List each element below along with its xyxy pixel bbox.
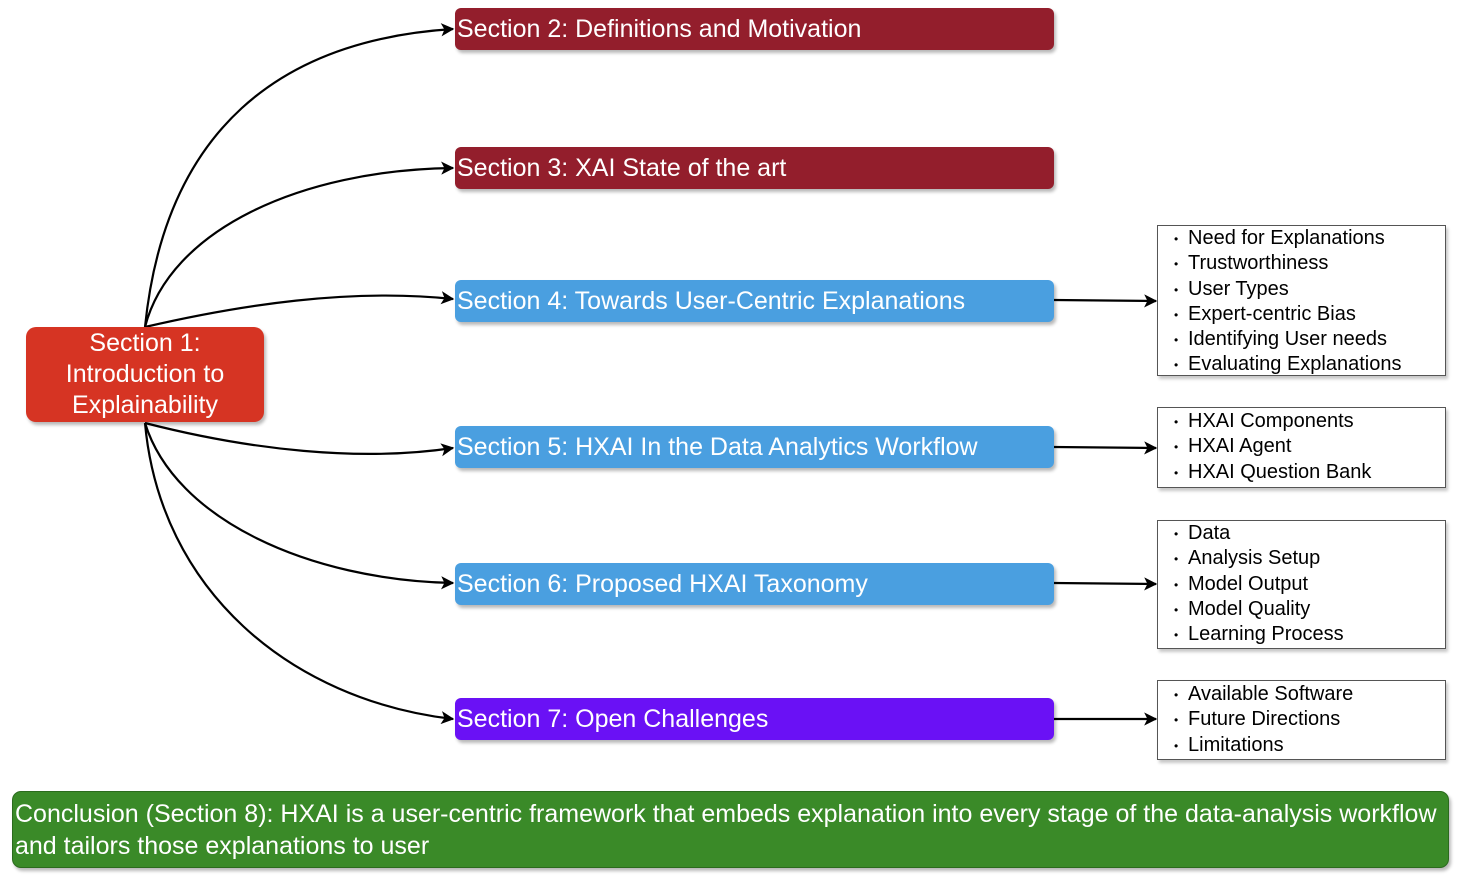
list-item: Future Directions xyxy=(1174,707,1439,734)
list-item: Trustworthiness xyxy=(1174,251,1439,278)
edge-root-to-section-7 xyxy=(143,422,455,725)
section-5-detail-list: HXAI Components HXAI Agent HXAI Question… xyxy=(1157,407,1446,488)
section-1-label-line: Introduction to xyxy=(65,360,225,388)
edge-root-to-section-3 xyxy=(143,161,455,328)
list-item: Analysis Setup xyxy=(1174,546,1439,573)
list-item: Available Software xyxy=(1174,682,1439,709)
section-4-label: Section 4: Towards User-Centric Explanat… xyxy=(457,286,966,315)
edge-section-5-to-list xyxy=(1053,441,1158,455)
list-item: Model Quality xyxy=(1174,597,1439,624)
section-6-detail-list: Data Analysis Setup Model Output Model Q… xyxy=(1157,520,1446,649)
section-7-node: Section 7: Open Challenges xyxy=(455,698,1054,740)
section-4-node: Section 4: Towards User-Centric Explanat… xyxy=(455,280,1054,322)
section-7-detail-list: Available Software Future Directions Lim… xyxy=(1157,680,1446,760)
conclusion-banner: Conclusion (Section 8): HXAI is a user-c… xyxy=(12,791,1449,868)
section-1-node: Section 1: Introduction to Explainabilit… xyxy=(26,327,264,422)
list-item: HXAI Agent xyxy=(1174,434,1439,461)
list-item: Limitations xyxy=(1174,733,1439,760)
edge-root-to-section-6 xyxy=(143,422,455,590)
edge-root-to-section-2 xyxy=(143,23,455,328)
section-5-label: Section 5: HXAI In the Data Analytics Wo… xyxy=(457,432,978,461)
section-3-node: Section 3: XAI State of the art xyxy=(455,147,1054,189)
section-6-node: Section 6: Proposed HXAI Taxonomy xyxy=(455,563,1054,605)
section-3-label: Section 3: XAI State of the art xyxy=(457,153,787,182)
list-item: Data xyxy=(1174,521,1439,548)
list-item: User Types xyxy=(1174,277,1439,304)
list-item: Evaluating Explanations xyxy=(1174,352,1439,379)
section-5-node: Section 5: HXAI In the Data Analytics Wo… xyxy=(455,426,1054,468)
edge-root-to-section-4 xyxy=(144,291,455,329)
list-item: Expert-centric Bias xyxy=(1174,302,1439,329)
list-item: Identifying User needs xyxy=(1174,327,1439,354)
edge-section-6-to-list xyxy=(1053,577,1158,591)
section-1-label-line: Explainability xyxy=(72,391,218,419)
list-item: HXAI Components xyxy=(1174,409,1439,436)
section-2-label: Section 2: Definitions and Motivation xyxy=(457,14,862,43)
edge-section-4-to-list xyxy=(1053,294,1158,308)
list-item: Model Output xyxy=(1174,572,1439,599)
section-6-label: Section 6: Proposed HXAI Taxonomy xyxy=(457,569,868,598)
list-item: Learning Process xyxy=(1174,622,1439,649)
list-item: Need for Explanations xyxy=(1174,226,1439,253)
section-1-label-line: Section 1: xyxy=(89,329,201,357)
list-item: HXAI Question Bank xyxy=(1174,460,1439,487)
section-4-detail-list: Need for Explanations Trustworthiness Us… xyxy=(1157,225,1446,379)
conclusion-text: Conclusion (Section 8): HXAI is a user-c… xyxy=(15,800,1437,860)
edge-root-to-section-5 xyxy=(144,421,455,457)
section-2-node: Section 2: Definitions and Motivation xyxy=(455,8,1054,50)
section-7-label: Section 7: Open Challenges xyxy=(457,704,769,733)
